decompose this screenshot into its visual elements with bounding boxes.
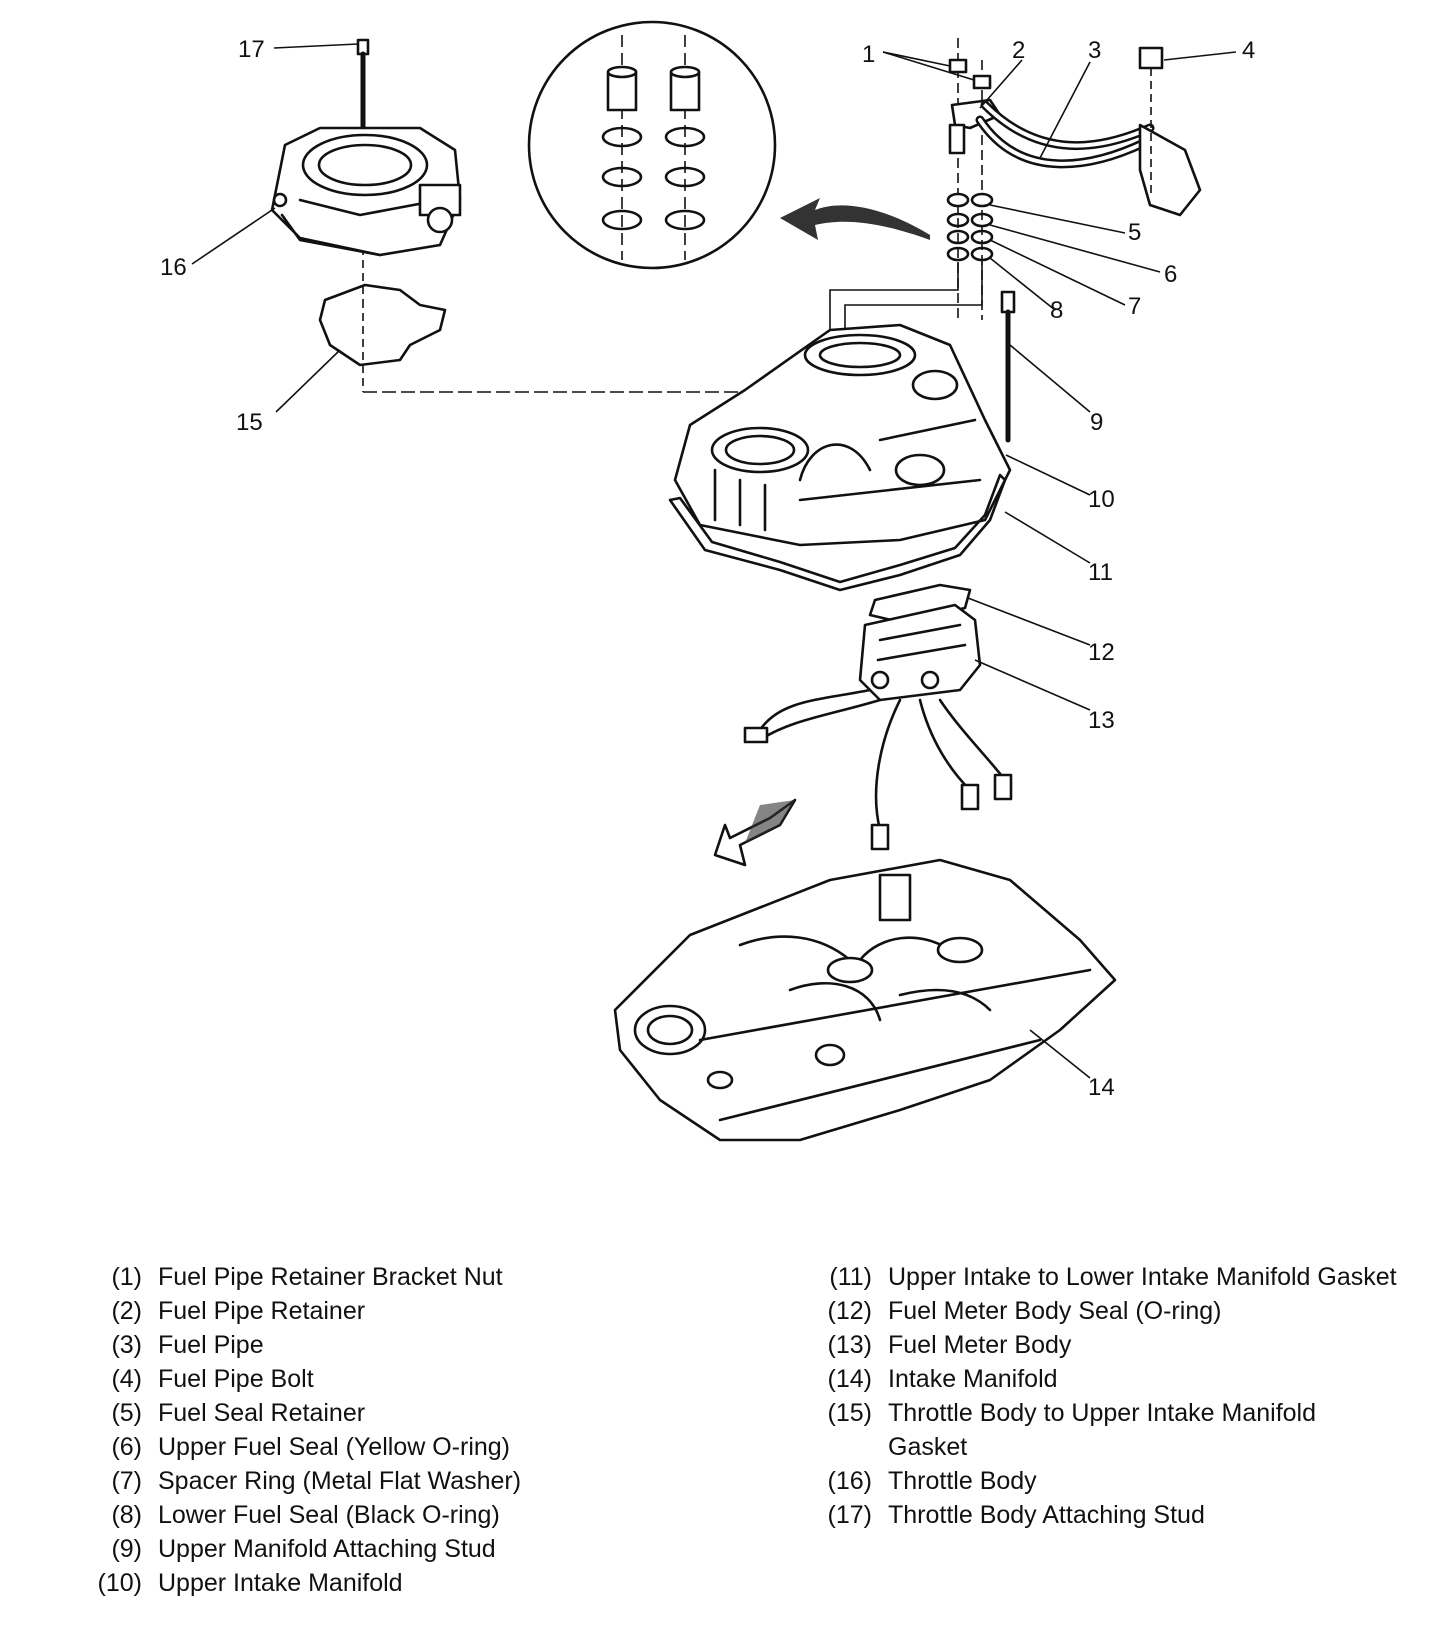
legend-item: (9) Upper Manifold Attaching Stud [70, 1532, 710, 1566]
callout-5: 5 [1128, 219, 1141, 246]
leader-lines [191, 43, 1237, 1079]
legend-number: (12) [827, 1297, 872, 1325]
legend-text: Fuel Pipe Retainer Bracket Nut [158, 1263, 503, 1291]
legend-text: Throttle Body to Upper Intake Manifold G… [888, 1399, 1317, 1461]
legend-text: Lower Fuel Seal (Black O-ring) [158, 1501, 500, 1529]
legend-text: Fuel Meter Body Seal (O-ring) [888, 1297, 1222, 1325]
callout-1: 1 [862, 41, 875, 68]
legend-text: Fuel Seal Retainer [158, 1399, 366, 1427]
upper-manifold-attaching-stud [1000, 290, 1016, 443]
throttle-body-gasket [318, 283, 447, 367]
fuel-meter-body-seal [868, 583, 972, 624]
callout-16: 16 [160, 254, 187, 281]
legend-item: (3) Fuel Pipe [70, 1328, 710, 1362]
callout-2: 2 [1012, 37, 1025, 64]
intake-manifold [613, 858, 1117, 1142]
callout-12: 12 [1088, 639, 1115, 666]
legend-text: Throttle Body Attaching Stud [888, 1501, 1205, 1529]
legend-item: (12) Fuel Meter Body Seal (O-ring) [800, 1294, 1400, 1328]
legend-number: (8) [111, 1501, 142, 1529]
legend-number: (2) [111, 1297, 142, 1325]
legend-item: (4) Fuel Pipe Bolt [70, 1362, 710, 1396]
callout-4: 4 [1242, 37, 1255, 64]
legend-number: (15) [827, 1399, 872, 1427]
legend-number: (14) [827, 1365, 872, 1393]
legend-left-column: (1) Fuel Pipe Retainer Bracket Nut (2) Fue… [70, 1260, 710, 1600]
exploded-view-diagram: 17 1 2 3 4 5 6 7 8 9 10 11 12 13 14 15 1… [160, 20, 1255, 1142]
legend-text: Upper Fuel Seal (Yellow O-ring) [158, 1433, 511, 1461]
callout-9: 9 [1090, 409, 1103, 436]
callout-17: 17 [238, 36, 265, 63]
seal-detail-circle [527, 20, 777, 270]
callout-11: 11 [1088, 559, 1113, 586]
legend-item: (1) Fuel Pipe Retainer Bracket Nut [70, 1260, 710, 1294]
legend-item: (15) Throttle Body to Upper Intake Manifo… [800, 1396, 1400, 1464]
legend-right-column: (11) Upper Intake to Lower Intake Manifol… [800, 1260, 1400, 1532]
legend-item: (13) Fuel Meter Body [800, 1328, 1400, 1362]
legend-number: (13) [827, 1331, 872, 1359]
legend-item: (17) Throttle Body Attaching Stud [800, 1498, 1400, 1532]
legend-number: (9) [111, 1535, 142, 1563]
throttle-body [270, 126, 462, 257]
legend-number: (17) [827, 1501, 872, 1529]
upper-intake-manifold [673, 323, 1012, 547]
legend-item: (11) Upper Intake to Lower Intake Manifol… [800, 1260, 1400, 1294]
legend-item: (10) Upper Intake Manifold [70, 1566, 710, 1600]
legend-item: (14) Intake Manifold [800, 1362, 1400, 1396]
legend-text: Fuel Meter Body [888, 1331, 1072, 1359]
legend-item: (5) Fuel Seal Retainer [70, 1396, 710, 1430]
fuel-pipe-assembly [829, 38, 1202, 350]
legend-number: (6) [111, 1433, 142, 1461]
legend-text: Upper Manifold Attaching Stud [158, 1535, 496, 1563]
legend-number: (10) [97, 1569, 142, 1597]
legend-number: (1) [111, 1263, 142, 1291]
callout-10: 10 [1088, 486, 1115, 513]
fuel-meter-body [743, 603, 1013, 851]
legend-text: Intake Manifold [888, 1365, 1058, 1393]
callout-7: 7 [1128, 293, 1141, 320]
callout-3: 3 [1088, 37, 1101, 64]
detail-arrow [780, 198, 930, 240]
callout-6: 6 [1164, 261, 1177, 288]
legend-text: Upper Intake to Lower Intake Manifold Ga… [888, 1263, 1397, 1291]
callout-15: 15 [236, 409, 263, 436]
legend-text: Spacer Ring (Metal Flat Washer) [158, 1467, 522, 1495]
callout-13: 13 [1088, 707, 1115, 734]
legend-number: (16) [827, 1467, 872, 1495]
legend-item: (16) Throttle Body [800, 1464, 1400, 1498]
legend-text: Fuel Pipe Retainer [158, 1297, 366, 1325]
legend-number: (3) [111, 1331, 142, 1359]
legend-text: Fuel Pipe [158, 1331, 264, 1359]
callout-labels: 17 1 2 3 4 5 6 7 8 9 10 11 12 13 14 15 1… [160, 36, 1255, 1101]
legend-number: (11) [829, 1263, 872, 1291]
legend-item: (8) Lower Fuel Seal (Black O-ring) [70, 1498, 710, 1532]
upper-to-lower-intake-gasket [668, 473, 1007, 592]
legend-number: (4) [111, 1365, 142, 1393]
legend-number: (7) [111, 1467, 142, 1495]
callout-14: 14 [1088, 1074, 1115, 1101]
legend-text: Upper Intake Manifold [158, 1569, 403, 1597]
legend-item: (6) Upper Fuel Seal (Yellow O-ring) [70, 1430, 710, 1464]
legend-item: (7) Spacer Ring (Metal Flat Washer) [70, 1464, 710, 1498]
legend-text: Fuel Pipe Bolt [158, 1365, 314, 1393]
legend-item: (2) Fuel Pipe Retainer [70, 1294, 710, 1328]
callout-8: 8 [1050, 297, 1063, 324]
legend-text: Throttle Body [888, 1467, 1037, 1495]
legend-number: (5) [111, 1399, 142, 1427]
